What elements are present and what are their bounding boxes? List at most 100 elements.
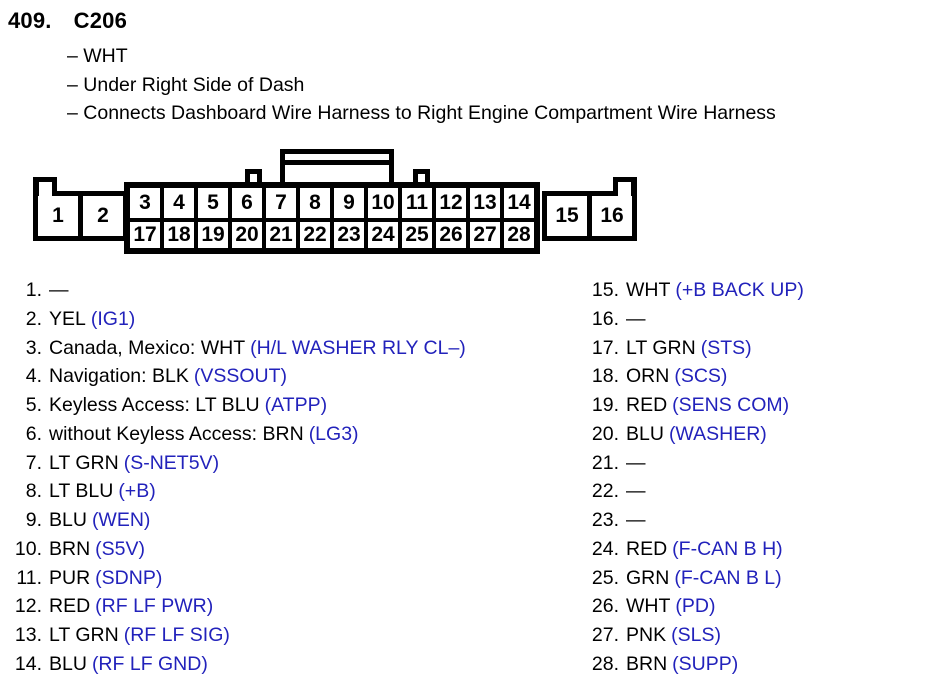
connector-latch-line	[285, 160, 389, 165]
pin-wire-color: BLU	[49, 652, 87, 675]
pin-cell-19: 19	[198, 222, 228, 248]
pin-wire-color: LT GRN	[49, 624, 119, 646]
connector-key-right	[413, 169, 430, 184]
pin-signal-name: (SENS COM)	[672, 394, 790, 416]
pin-signal-name: (RF LF PWR)	[95, 595, 214, 618]
pin-number: 26.	[591, 595, 619, 618]
pin-number: 2.	[25, 307, 42, 330]
pin-wire-color: YEL	[49, 307, 86, 330]
pin-cell-24: 24	[368, 222, 398, 248]
pin-number: 13.	[14, 624, 42, 646]
pin-number: 11.	[16, 566, 42, 589]
pin-list-item-7: 7.LT GRN(S-NET5V)	[12, 449, 577, 478]
pin-cell-1: 1	[52, 204, 64, 227]
pin-cell-27: 27	[470, 222, 500, 248]
pin-signal-name: (SUPP)	[672, 652, 739, 675]
pin-signal-name: (RF LF GND)	[91, 652, 208, 675]
pin-cell-7: 7	[266, 188, 296, 218]
pin-list-item-26: 26.WHT(PD)	[586, 592, 936, 621]
pin-number: 6.	[25, 422, 42, 445]
pin-number: 27.	[591, 624, 619, 646]
pin-wire-color: Navigation: BLK	[49, 365, 189, 388]
pin-wire-color: RED	[626, 394, 668, 416]
pin-cell-13: 13	[470, 188, 500, 218]
pin-number: 23.	[591, 509, 619, 531]
pin-wire-color: RED	[626, 537, 668, 560]
pin-wire-color: BLU	[49, 509, 87, 531]
pin-cell-17: 17	[130, 222, 160, 248]
pin-cell-15: 15	[555, 204, 579, 227]
pin-wire-color: WHT	[626, 279, 671, 301]
pin-signal-name: (S-NET5V)	[123, 451, 220, 474]
pin-signal-name: (IG1)	[90, 307, 136, 330]
pin-cell-21: 21	[266, 222, 296, 248]
pin-cell-12: 12	[436, 188, 466, 218]
pin-list-right: 15.WHT(+B BACK UP)16.—17.LT GRN(STS)18.O…	[586, 276, 936, 679]
connector-tab-right	[613, 177, 637, 196]
pin-wire-color: BRN	[626, 652, 668, 675]
pin-cell-14: 14	[504, 188, 534, 218]
pin-cell-5: 5	[198, 188, 228, 218]
pin-signal-name: (SCS)	[674, 365, 728, 388]
pin-number: 15.	[591, 279, 619, 301]
pin-cell-11: 11	[402, 188, 432, 218]
pin-list-item-27: 27. PNK(SLS)	[586, 621, 936, 650]
pin-wire-color: BRN	[49, 537, 91, 560]
pin-signal-name: (F-CAN B H)	[672, 537, 783, 560]
pin-list-item-16: 16.—	[586, 305, 936, 334]
pin-wire-color: Keyless Access: LT BLU	[49, 394, 260, 416]
pin-list-item-8: 8.LT BLU(+B)	[12, 477, 577, 506]
pin-number: 3.	[25, 336, 42, 359]
pin-number: 8.	[25, 480, 42, 503]
pin-list-item-21: 21.—	[586, 449, 936, 478]
pin-signal-name: (ATPP)	[264, 394, 328, 416]
pin-list-item-22: 22. —	[586, 477, 936, 506]
pin-number: 10.	[14, 537, 42, 560]
pin-list-item-23: 23.—	[586, 506, 936, 535]
pin-number: 28.	[591, 652, 619, 675]
pin-wire-color: LT GRN	[626, 336, 696, 359]
pin-signal-name: (H/L WASHER RLY CL–)	[250, 336, 466, 359]
pin-number: 20.	[591, 422, 619, 445]
pin-cell-18: 18	[164, 222, 194, 248]
pin-wire-color: LT GRN	[49, 451, 119, 474]
pin-wire-color: —	[626, 480, 646, 503]
pin-number: 24.	[591, 537, 619, 560]
pin-wire-color: ORN	[626, 365, 670, 388]
pin-signal-name: (STS)	[700, 336, 752, 359]
pin-wire-color: PNK	[626, 624, 667, 646]
pin-signal-name: (SLS)	[671, 624, 721, 646]
pin-number: 21.	[591, 451, 619, 474]
pin-cell-9: 9	[334, 188, 364, 218]
pin-list-item-12: 12. RED(RF LF PWR)	[12, 592, 577, 621]
pin-wire-color: RED	[49, 595, 91, 618]
pin-cell-3: 3	[130, 188, 160, 218]
header-bullet: – Under Right Side of Dash	[67, 73, 305, 96]
pin-signal-name: (LG3)	[308, 422, 359, 445]
pin-list-item-6: 6.without Keyless Access: BRN(LG3)	[12, 420, 577, 449]
pin-list-item-5: 5.Keyless Access: LT BLU(ATPP)	[12, 391, 577, 420]
connector-key-left	[245, 169, 262, 184]
pin-list-left: 1.—2.YEL(IG1)3.Canada, Mexico: WHT(H/L W…	[12, 276, 577, 679]
pin-number: 18.	[591, 365, 619, 388]
pin-list-item-9: 9.BLU(WEN)	[12, 506, 577, 535]
page-title: 409.C206	[8, 8, 127, 34]
pin-number: 16.	[591, 307, 619, 330]
pin-cell-6: 6	[232, 188, 262, 218]
pin-cell-4: 4	[164, 188, 194, 218]
pin-signal-name: (F-CAN B L)	[674, 566, 782, 589]
pin-number: 22.	[591, 480, 619, 503]
header-bullet: – WHT	[67, 45, 128, 67]
pin-list-item-28: 28. BRN(SUPP)	[586, 650, 936, 679]
pin-wire-color: LT BLU	[49, 480, 114, 503]
pin-cell-20: 20	[232, 222, 262, 248]
header-bullets: – WHT– Under Right Side of Dash– Connect…	[67, 42, 776, 128]
pin-signal-name: (+B BACK UP)	[675, 279, 804, 301]
pin-wire-color: WHT	[626, 595, 671, 618]
connector-name: C206	[73, 8, 128, 33]
pin-wire-color: GRN	[626, 566, 670, 589]
pin-number: 12.	[14, 595, 42, 618]
